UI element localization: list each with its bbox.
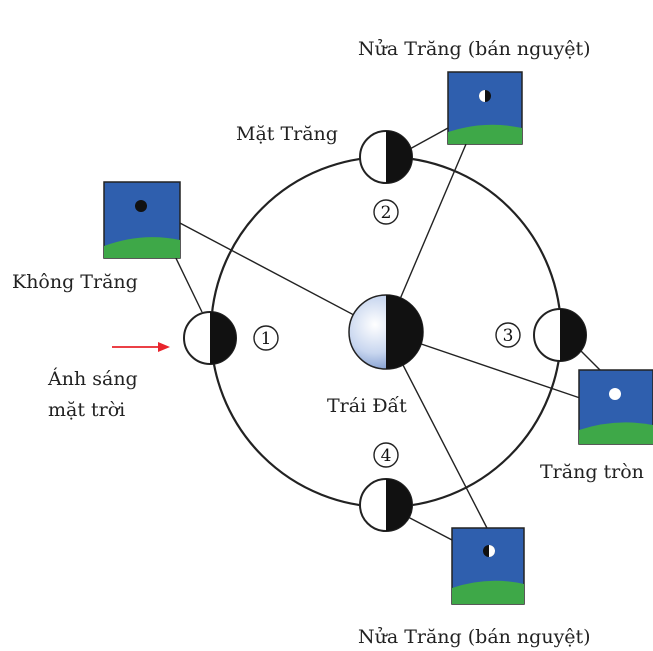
line-moon4-to-bottom-panel — [407, 516, 453, 541]
line-new-moon-to-moon1 — [171, 249, 203, 313]
position-number-2: 2 — [373, 199, 399, 225]
label-half-moon-bottom: Nửa Trăng (bán nguyệt) — [358, 626, 591, 648]
label-half-moon-top: Nửa Trăng (bán nguyệt) — [358, 38, 591, 60]
position-number-4: 4 — [373, 442, 399, 468]
moon-position-2 — [359, 130, 413, 184]
sky-panel-new-moon — [103, 181, 181, 259]
moon-position-3 — [533, 308, 587, 362]
position-number-1: 1 — [253, 325, 279, 351]
position-number-3: 3 — [495, 322, 521, 348]
label-sunlight-line1: Ánh sáng — [47, 367, 138, 390]
svg-text:3: 3 — [503, 326, 514, 346]
line-moon3-to-full-panel — [579, 349, 601, 371]
svg-text:4: 4 — [381, 446, 392, 466]
earth — [348, 294, 424, 370]
svg-text:1: 1 — [261, 329, 272, 349]
sky-panel-half-moon-bottom — [451, 527, 525, 605]
moon-position-1 — [183, 311, 237, 365]
moon-position-4 — [359, 478, 413, 532]
svg-text:2: 2 — [381, 203, 392, 223]
label-sunlight-line2: mặt trời — [48, 399, 125, 421]
sunlight-arrow — [112, 342, 170, 352]
line-new-moon-to-earth — [177, 221, 387, 333]
line-top-panel-to-moon2 — [407, 127, 449, 151]
label-new-moon: Không Trăng — [12, 271, 138, 293]
sky-panel-full-moon — [578, 369, 653, 445]
label-earth: Trái Đất — [327, 395, 407, 417]
sky-panel-half-moon-top — [447, 71, 523, 145]
label-full-moon: Trăng tròn — [540, 461, 644, 483]
label-moon: Mặt Trăng — [236, 123, 338, 145]
